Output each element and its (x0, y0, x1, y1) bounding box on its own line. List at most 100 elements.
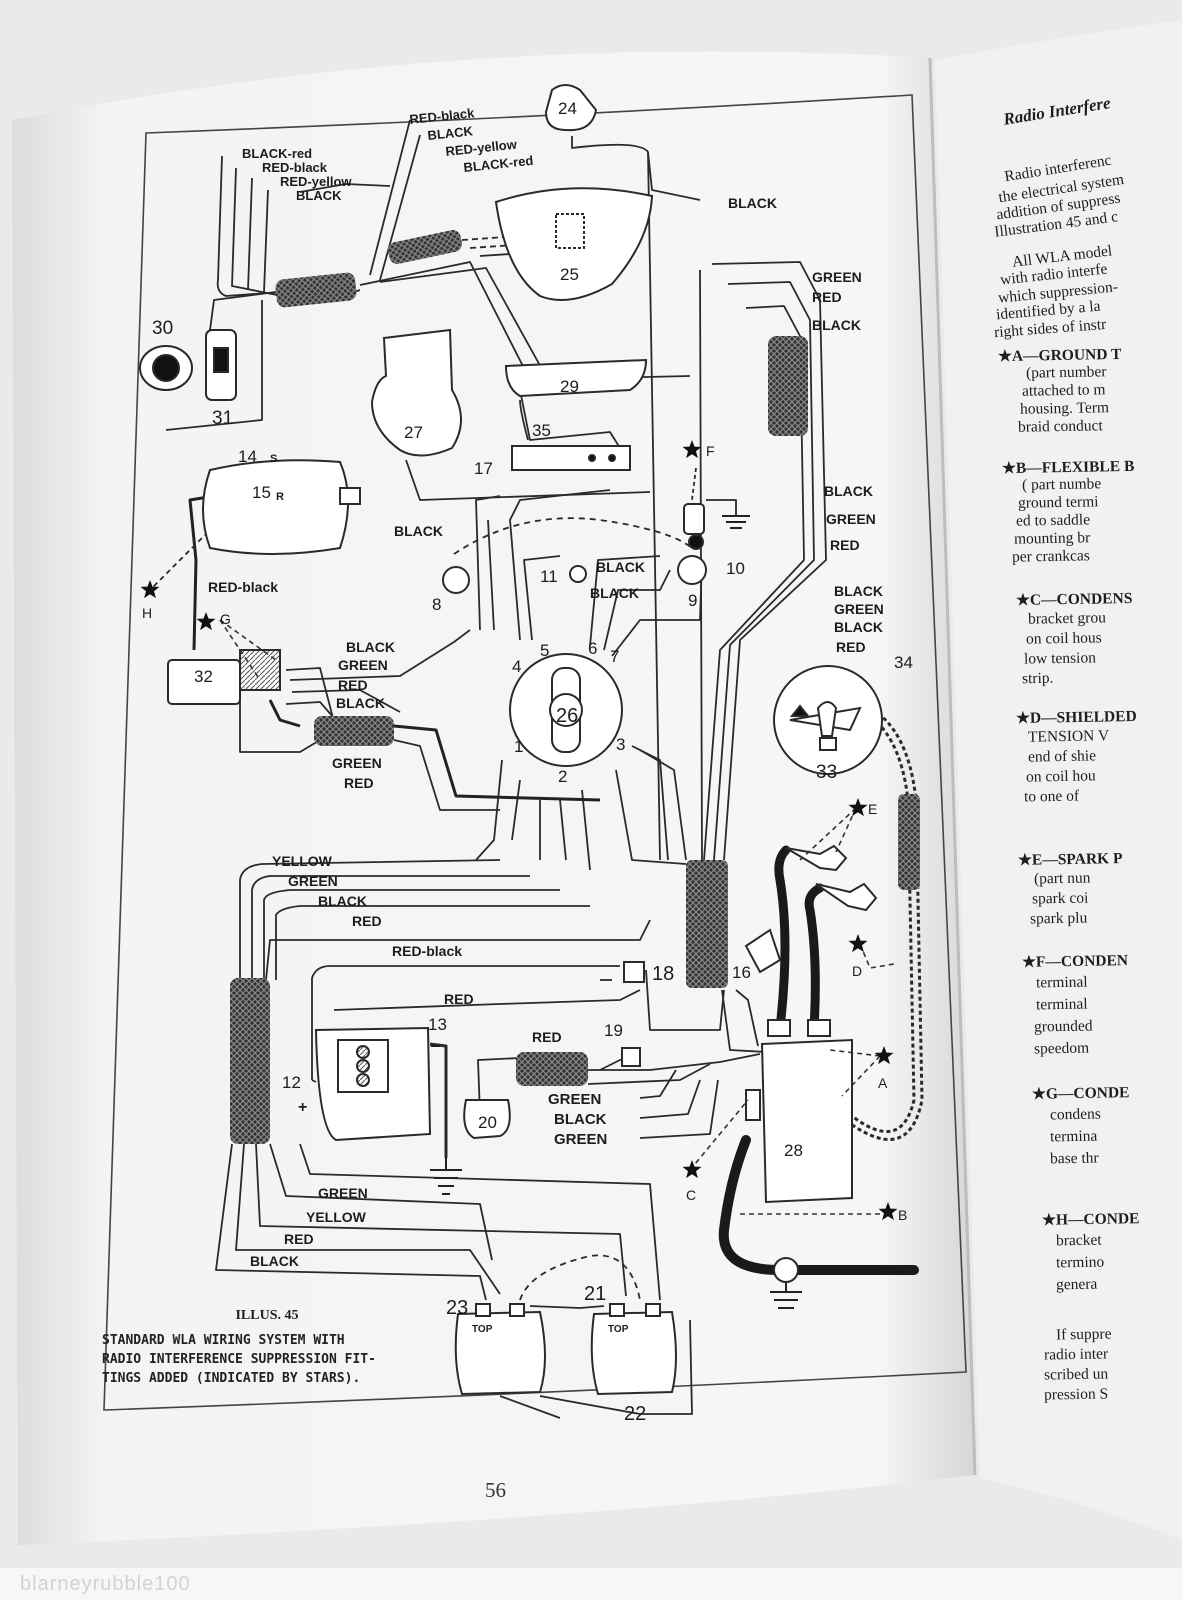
wire-label: BLACK (336, 695, 385, 711)
wire-label: BLACK (596, 559, 645, 575)
illus-number: ILLUS. 45 (235, 1308, 299, 1323)
watermark-bar: blarneyrubble100 (0, 1568, 1182, 1600)
star-letter-c: C (686, 1187, 696, 1203)
right-text-line: speedom (1033, 1039, 1090, 1058)
star-letter-g: G (220, 611, 231, 627)
star-letter-h: H (142, 605, 152, 621)
wire-label: RED (830, 537, 860, 553)
number-label: 16 (732, 963, 751, 982)
wire-label: RED (284, 1231, 314, 1247)
top-label: TOP (608, 1324, 629, 1335)
right-text-line: braid conduct (1017, 417, 1103, 436)
right-text-line: mounting br (1013, 529, 1091, 548)
star-letter-a: A (878, 1075, 888, 1091)
suppression-star-icon (682, 440, 702, 459)
number-label: 22 (624, 1403, 646, 1425)
wire-label: BLACK (812, 317, 861, 333)
number-label: 11 (540, 567, 558, 586)
right-text-line: ★H—CONDE (1041, 1210, 1140, 1229)
number-label: 23 (446, 1297, 468, 1319)
number-label: 6 (588, 639, 597, 658)
headlamp (494, 187, 654, 301)
lamp-11 (569, 565, 587, 583)
wire-label: RED-black (208, 579, 278, 595)
right-text-line: bracket (1055, 1231, 1102, 1250)
polarity-plus: + (298, 1099, 307, 1116)
suppression-star-icon (140, 580, 160, 599)
right-text-line: termina (1049, 1127, 1098, 1146)
right-text-line: terminal (1035, 995, 1088, 1014)
right-text-line: end of shie (1027, 747, 1097, 766)
coil (760, 1038, 853, 1204)
wire-label: GREEN (332, 755, 382, 771)
right-text-line: per crankcas (1011, 547, 1091, 566)
unit-23 (454, 1310, 546, 1396)
right-text-line: scribed un (1043, 1365, 1109, 1384)
right-text-line: termino (1055, 1253, 1105, 1272)
wire-label: RED-black (262, 160, 328, 175)
junction-18 (623, 961, 645, 983)
number-label: 26 (556, 705, 578, 727)
right-text-line: terminal (1035, 973, 1088, 992)
wire-label: BLACK-red (242, 146, 312, 161)
right-text-line: on coil hou (1025, 767, 1096, 786)
right-text-line: ed to saddle (1015, 511, 1091, 530)
labels: BLACK-red RED-black RED-yellow BLACK RED… (208, 105, 884, 1269)
number-label: 9 (688, 591, 697, 610)
number-label: 10 (726, 559, 745, 578)
instrument-panel (504, 358, 648, 398)
wire-label: RED (836, 639, 866, 655)
number-label: 34 (894, 653, 913, 672)
number-label: 7 (610, 647, 619, 666)
component-numbers: 1 2 3 4 5 6 7 8 9 10 11 12 13 14 15 16 1… (152, 99, 913, 1425)
figure-caption: ILLUS. 45 STANDARD WLA WIRING SYSTEM WIT… (102, 1306, 432, 1388)
wire-label: BLACK (834, 583, 883, 599)
star-letter-d: D (852, 963, 862, 979)
wire-label: YELLOW (306, 1209, 367, 1225)
number-label: 20 (478, 1113, 497, 1132)
right-text-line: ground termi (1017, 493, 1099, 512)
ground-symbols (430, 515, 802, 1309)
right-text-line: ★G—CONDE (1031, 1084, 1130, 1103)
wire-label: BLACK (250, 1253, 299, 1269)
wire-label: BLACK (590, 585, 639, 601)
top-label: TOP (472, 1324, 493, 1335)
right-text-line: grounded (1033, 1017, 1093, 1036)
wire-label: RED (812, 289, 842, 305)
wire-label: GREEN (834, 601, 884, 617)
braided-conduits (230, 230, 920, 1144)
right-text-line: genera (1055, 1275, 1098, 1294)
suppression-star-icon (848, 798, 868, 817)
number-label: 33 (816, 762, 837, 783)
number-label: 8 (432, 595, 441, 614)
right-text-line: ★E—SPARK P (1017, 850, 1123, 869)
wire-label: GREEN (338, 657, 388, 673)
number-label: 27 (404, 423, 423, 442)
right-text-line: condens (1049, 1105, 1101, 1124)
right-text-line: radio inter (1043, 1345, 1109, 1364)
wire-label: BLACK (834, 619, 883, 635)
stars-group (140, 440, 898, 1221)
right-text-line: ★F—CONDEN (1021, 952, 1129, 971)
generator (202, 459, 349, 555)
right-text-line: housing. Term (1019, 399, 1110, 418)
wire-label: RED (532, 1029, 562, 1045)
number-label: 30 (152, 318, 173, 339)
horn (370, 328, 462, 457)
number-label: 2 (558, 767, 567, 786)
lamp-10 (688, 534, 704, 550)
wire-label: RED-yellow (280, 174, 352, 189)
wire-label: RED (352, 913, 382, 929)
junction-19 (621, 1047, 641, 1067)
section-title: Radio Interfere (1002, 98, 1112, 129)
wire-label: BLACK (394, 523, 443, 539)
tail-lamp (544, 84, 598, 132)
number-label: 19 (604, 1021, 623, 1040)
number-label: 4 (512, 657, 521, 676)
components (139, 84, 883, 1396)
number-label: 12 (282, 1073, 301, 1092)
number-label: 31 (212, 408, 233, 429)
number-label: 1 (514, 737, 523, 756)
right-text-line: strip. (1021, 669, 1054, 688)
right-text-line: (part nun (1033, 869, 1091, 888)
